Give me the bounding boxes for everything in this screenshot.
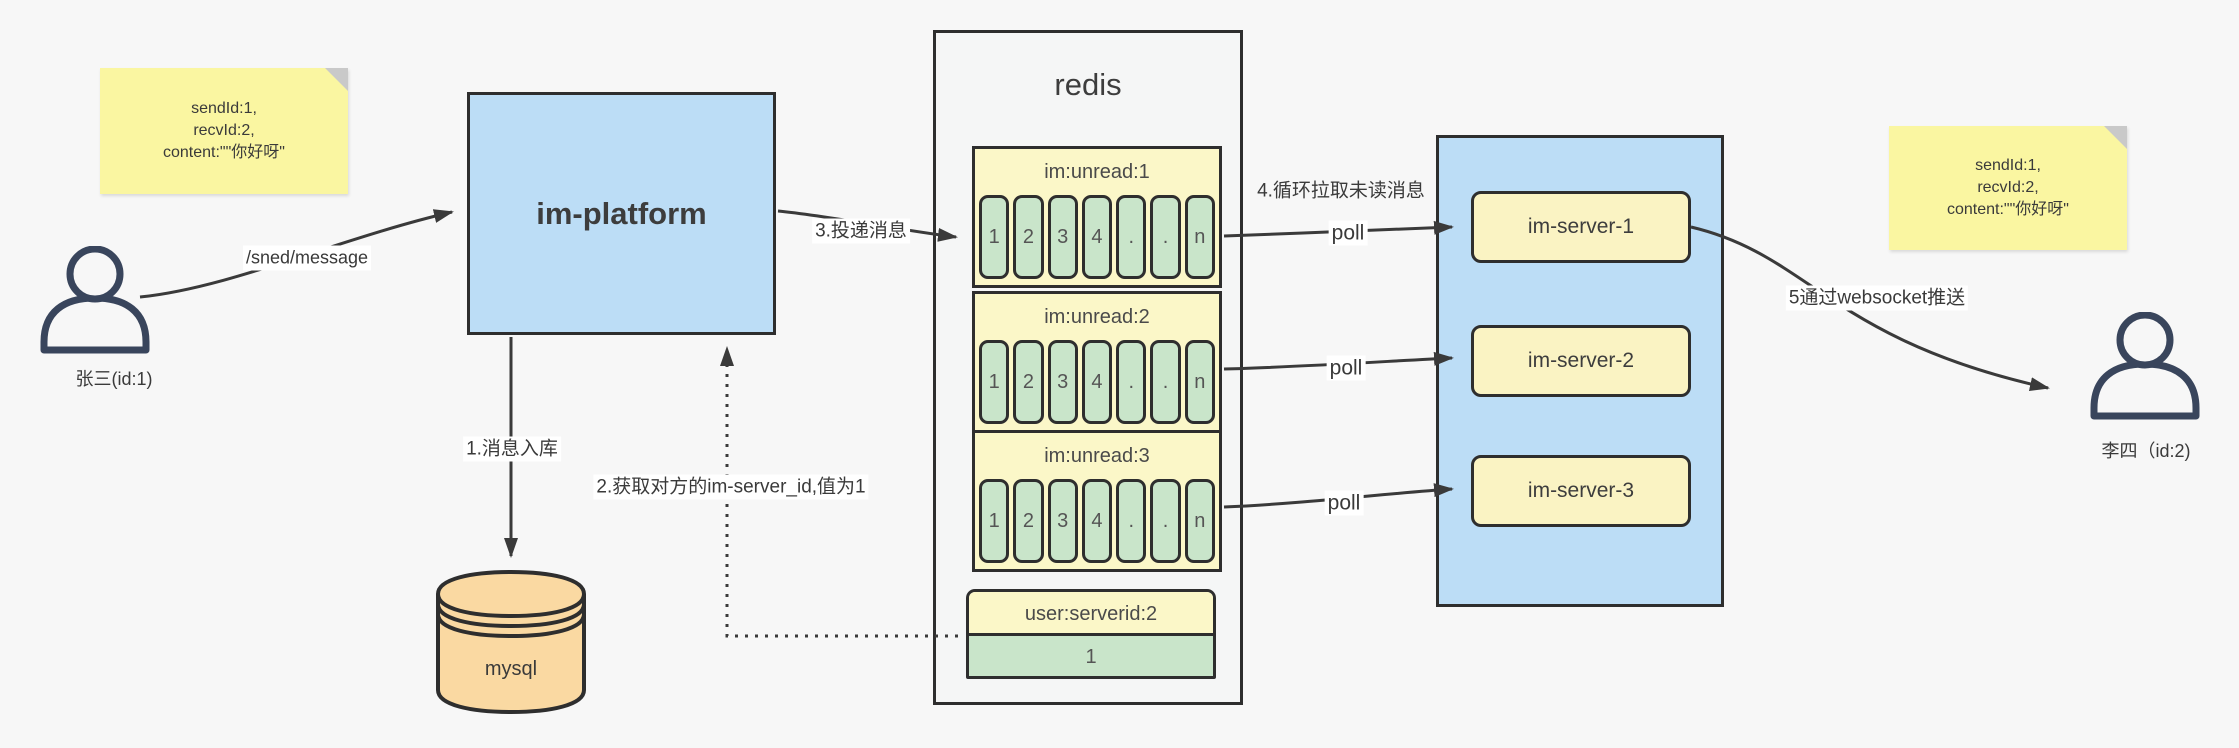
- im-server-2-box: im-server-2: [1471, 325, 1691, 397]
- note-line: sendId:1,: [191, 100, 257, 117]
- queue-cell: 4: [1081, 195, 1113, 279]
- user-icon: [40, 245, 150, 354]
- queue-cell: 4: [1081, 479, 1113, 563]
- sender-actor: [36, 245, 154, 356]
- queue-key-label: im:unread:1: [1044, 161, 1150, 183]
- queue-cell: 4: [1081, 340, 1113, 424]
- redis-queue-unread-1: im:unread:1 1 2 3 4 . . n: [972, 146, 1222, 288]
- database-cylinder-icon: [436, 569, 586, 715]
- queue-cell: 1: [979, 195, 1010, 279]
- queue-cell: 1: [979, 479, 1010, 563]
- queue-cell: n: [1184, 195, 1215, 279]
- note-fold-icon: [2104, 126, 2127, 149]
- queue-cell: 2: [1013, 195, 1044, 279]
- redis-queue-unread-3: im:unread:3 1 2 3 4 . . n: [972, 430, 1222, 572]
- note-fold-icon: [325, 68, 348, 91]
- user-icon: [2090, 311, 2200, 420]
- queue-cell: .: [1150, 340, 1181, 424]
- sticky-note-sender: sendId:1, recvId:2, content:""你好呀": [100, 68, 348, 194]
- im-server-1-box: im-server-1: [1471, 191, 1691, 263]
- queue-cell: n: [1184, 340, 1215, 424]
- queue-cell: .: [1116, 340, 1147, 424]
- receiver-actor: [2086, 311, 2204, 422]
- queue-key-label: im:unread:2: [1044, 306, 1150, 328]
- queue-cell: 2: [1013, 479, 1044, 563]
- queue-cells: 1 2 3 4 . . n: [975, 479, 1219, 563]
- note-line: sendId:1,: [1975, 157, 2041, 174]
- note-line: recvId:2,: [1977, 179, 2039, 196]
- im-server-1-label: im-server-1: [1527, 215, 1635, 238]
- queue-cell: 1: [979, 340, 1010, 424]
- queue-cell: n: [1184, 479, 1215, 563]
- redis-title: redis: [1054, 67, 1122, 102]
- queue-cell: .: [1150, 195, 1181, 279]
- queue-cell: .: [1116, 479, 1147, 563]
- queue-cell: .: [1150, 479, 1181, 563]
- redis-kv-user-serverid: user:serverid:2 1: [966, 589, 1216, 679]
- sender-label: 张三(id:1): [75, 369, 153, 389]
- im-server-3-box: im-server-3: [1471, 455, 1691, 527]
- sticky-note-receiver: sendId:1, recvId:2, content:""你好呀": [1889, 126, 2127, 250]
- queue-cell: 3: [1047, 479, 1078, 563]
- kv-key-label: user:serverid:2: [969, 592, 1213, 636]
- queue-cell: 3: [1047, 195, 1078, 279]
- note-line: recvId:2,: [193, 122, 255, 139]
- redis-queue-unread-2: im:unread:2 1 2 3 4 . . n: [972, 291, 1222, 433]
- receiver-label: 李四（id:2): [2101, 441, 2191, 461]
- kv-value: 1: [969, 636, 1213, 676]
- im-server-3-label: im-server-3: [1527, 479, 1635, 502]
- im-platform-box: im-platform: [467, 92, 776, 335]
- queue-key-label: im:unread:3: [1044, 445, 1150, 467]
- queue-cells: 1 2 3 4 . . n: [975, 195, 1219, 279]
- redis-panel: redis im:unread:1 1 2 3 4 . . n im:unrea…: [933, 30, 1243, 705]
- note-line: content:""你好呀": [1947, 201, 2069, 218]
- queue-cells: 1 2 3 4 . . n: [975, 340, 1219, 424]
- mysql-database: mysql: [432, 566, 590, 716]
- im-server-2-label: im-server-2: [1527, 349, 1635, 372]
- note-line: content:""你好呀": [163, 144, 285, 161]
- mysql-label: mysql: [484, 658, 538, 680]
- im-server-cluster: im-server-1 im-server-2 im-server-3: [1436, 135, 1724, 607]
- queue-cell: 3: [1047, 340, 1078, 424]
- queue-cell: .: [1116, 195, 1147, 279]
- queue-cell: 2: [1013, 340, 1044, 424]
- im-platform-label: im-platform: [536, 195, 707, 231]
